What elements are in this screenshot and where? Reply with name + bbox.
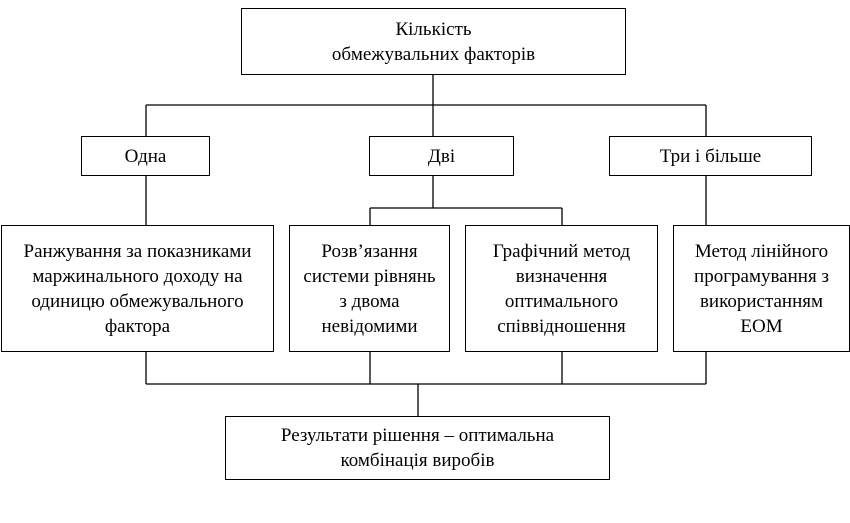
method-graphical-line-4: співвідношення (497, 315, 626, 337)
result-box: Результати рішення – оптимальна комбінац… (225, 416, 610, 480)
method-graphical-line-2: визначення (515, 265, 608, 287)
method-linear-line-1: Метод лінійного (694, 240, 829, 262)
method-graphical-box: Графічний метод визначення оптимального … (465, 225, 658, 352)
method-ranking-line-4: фактора (104, 315, 171, 337)
node-two-label: Дві (427, 145, 456, 167)
method-linear-box: Метод лінійного програмування з використ… (673, 225, 850, 352)
node-one-label: Одна (124, 145, 167, 167)
method-ranking-line-2: маржинального доходу на (32, 265, 243, 287)
method-graphical-line-1: Графічний метод (492, 240, 631, 262)
method-graphical-line-3: оптимального (504, 290, 619, 312)
node-one: Одна (81, 136, 210, 176)
method-equations-box: Розв’язання системи рівнянь з двома неві… (289, 225, 450, 352)
method-ranking-box: Ранжування за показниками маржинального … (1, 225, 274, 352)
node-three-or-more: Три і більше (609, 136, 812, 176)
result-line-2: комбінація виробів (340, 450, 495, 471)
result-line-1: Результати рішення – оптимальна (280, 425, 555, 446)
method-ranking-line-1: Ранжування за показниками (23, 240, 252, 262)
method-linear-line-4: ЕОМ (740, 315, 783, 337)
method-linear-line-2: програмування з (694, 265, 829, 287)
node-two: Дві (369, 136, 514, 176)
method-equations-line-2: системи рівнянь (303, 265, 436, 287)
method-linear-line-3: використанням (699, 290, 824, 312)
root-node-line-1: Кількість (395, 18, 472, 40)
node-three-or-more-label: Три і більше (659, 145, 762, 167)
method-equations-line-4: невідомими (321, 315, 418, 337)
root-node-line-2: обмежувальних факторів (331, 43, 536, 65)
method-ranking-line-3: одиницю обмежувального (31, 290, 244, 312)
method-equations-line-1: Розв’язання (321, 240, 418, 262)
method-equations-line-3: з двома (339, 290, 400, 312)
root-node-box: Кількість обмежувальних факторів (241, 8, 626, 75)
